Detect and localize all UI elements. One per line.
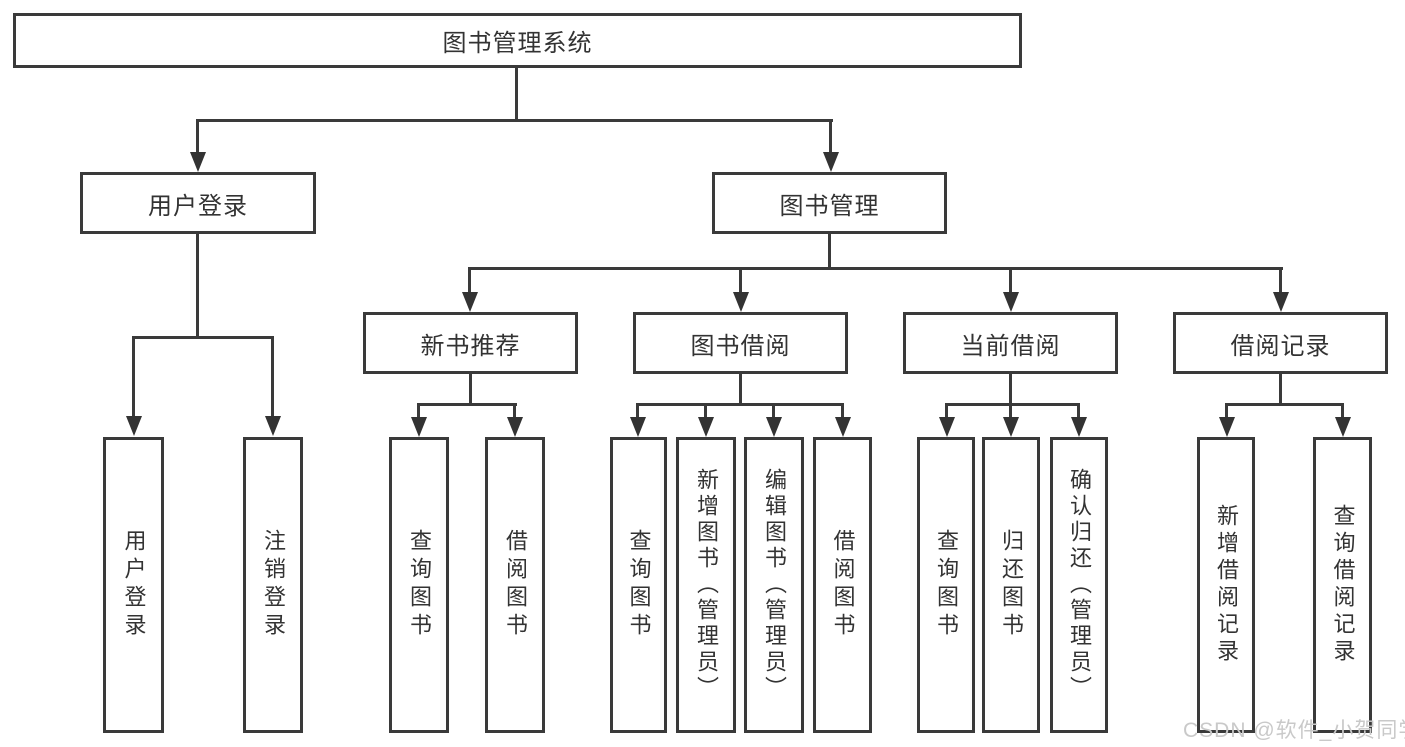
leaf-logout: 注销登录 <box>243 437 303 733</box>
connector-line <box>515 68 518 121</box>
connector-line <box>829 121 832 154</box>
leaf-query-books-borrow: 查询图书 <box>610 437 667 733</box>
leaf-label: 查询图书 <box>934 529 959 641</box>
leaf-label: 借阅图书 <box>830 529 856 641</box>
leaf-label: 查询图书 <box>407 529 432 641</box>
connector-line <box>132 336 274 339</box>
arrow-down-icon <box>1003 417 1019 437</box>
arrow-down-icon <box>190 152 206 172</box>
connector-line <box>1009 374 1012 406</box>
leaf-borrow-books-recommend: 借阅图书 <box>485 437 545 733</box>
connector-line <box>1279 270 1282 294</box>
arrow-down-icon <box>939 417 955 437</box>
connector-line <box>1009 270 1012 294</box>
connector-line <box>196 119 833 122</box>
node-book-borrowing: 图书借阅 <box>633 312 848 374</box>
leaf-label: 查询借阅记录 <box>1330 504 1356 666</box>
connector-line <box>271 339 274 416</box>
arrow-down-icon <box>1335 417 1351 437</box>
connector-line <box>636 403 844 406</box>
connector-line <box>704 406 707 418</box>
arrow-down-icon <box>1071 417 1087 437</box>
leaf-label: 查询图书 <box>626 529 652 641</box>
connector-line <box>468 270 471 294</box>
connector-line <box>1225 406 1228 418</box>
connector-line <box>828 234 831 270</box>
arrow-down-icon <box>265 416 281 436</box>
arrow-down-icon <box>1219 417 1235 437</box>
csdn-watermark: CSDN @软件_小贺同学 <box>1183 719 1405 742</box>
leaf-label: 注销登录 <box>261 529 286 641</box>
leaf-label: 确认归还（管理员） <box>1067 468 1092 702</box>
connector-line <box>739 374 742 406</box>
connector-line <box>1225 403 1344 406</box>
leaf-query-books-current: 查询图书 <box>917 437 975 733</box>
leaf-label: 归还图书 <box>999 529 1024 641</box>
connector-line <box>417 406 420 418</box>
node-user-login: 用户登录 <box>80 172 316 234</box>
connector-line <box>513 406 516 418</box>
connector-line <box>196 234 199 339</box>
connector-line <box>841 406 844 418</box>
connector-line <box>417 403 517 406</box>
arrow-down-icon <box>823 152 839 172</box>
connector-line <box>1009 406 1012 418</box>
leaf-label: 编辑图书（管理员） <box>762 468 787 702</box>
node-book-management: 图书管理 <box>712 172 947 234</box>
arrow-down-icon <box>411 417 427 437</box>
leaf-label: 新增借阅记录 <box>1214 504 1239 666</box>
leaf-confirm-return-admin: 确认归还（管理员） <box>1050 437 1108 733</box>
arrow-down-icon <box>1273 292 1289 312</box>
connector-line <box>1341 406 1344 418</box>
node-new-book-recommendation: 新书推荐 <box>363 312 578 374</box>
arrow-down-icon <box>507 417 523 437</box>
arrow-down-icon <box>1003 292 1019 312</box>
connector-line <box>945 403 1080 406</box>
connector-line <box>636 406 639 418</box>
leaf-user-login: 用户登录 <box>103 437 164 733</box>
connector-line <box>196 121 199 154</box>
connector-line <box>739 270 742 294</box>
node-borrowing-records: 借阅记录 <box>1173 312 1388 374</box>
connector-line <box>945 406 948 418</box>
node-root-library-management-system: 图书管理系统 <box>13 13 1022 68</box>
connector-line <box>1077 406 1080 418</box>
leaf-add-borrow-record: 新增借阅记录 <box>1197 437 1255 733</box>
arrow-down-icon <box>630 417 646 437</box>
arrow-down-icon <box>835 417 851 437</box>
leaf-label: 用户登录 <box>121 529 147 641</box>
arrow-down-icon <box>733 292 749 312</box>
leaf-label: 新增图书（管理员） <box>694 468 719 702</box>
connector-line <box>469 374 472 406</box>
leaf-label: 借阅图书 <box>503 529 528 641</box>
arrow-down-icon <box>698 417 714 437</box>
leaf-query-borrow-record: 查询借阅记录 <box>1313 437 1372 733</box>
leaf-add-book-admin: 新增图书（管理员） <box>676 437 736 733</box>
leaf-edit-book-admin: 编辑图书（管理员） <box>744 437 804 733</box>
arrow-down-icon <box>462 292 478 312</box>
node-current-borrowing: 当前借阅 <box>903 312 1118 374</box>
connector-line <box>468 267 1283 270</box>
arrow-down-icon <box>126 416 142 436</box>
arrow-down-icon <box>766 417 782 437</box>
connector-line <box>132 339 135 416</box>
connector-line <box>772 406 775 418</box>
leaf-borrow-books-borrow: 借阅图书 <box>813 437 872 733</box>
connector-line <box>1279 374 1282 406</box>
leaf-query-books-recommend: 查询图书 <box>389 437 449 733</box>
leaf-return-books: 归还图书 <box>982 437 1040 733</box>
